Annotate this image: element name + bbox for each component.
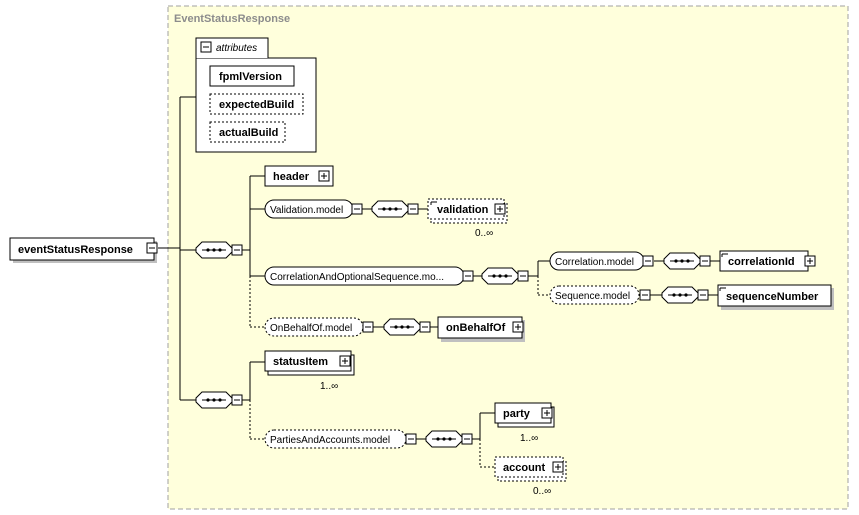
party-expand-icon[interactable]	[541, 407, 553, 419]
element-validation-label: validation	[437, 204, 489, 216]
element-header[interactable]	[264, 165, 334, 187]
sequenceNumber-simple-marker	[719, 287, 726, 291]
party-cardinality: 1..∞	[520, 433, 538, 444]
group-sequence-model[interactable]	[549, 285, 640, 305]
sequence-model-collapse-icon[interactable]	[639, 289, 651, 301]
complex-type-title: EventStatusResponse	[174, 13, 290, 25]
correlation-model-collapse-icon[interactable]	[642, 255, 654, 267]
onBehalfOf-expand-icon[interactable]	[512, 321, 524, 333]
group-parties-accounts-model-label: PartiesAndAccounts.model	[270, 435, 390, 446]
sequence-validation[interactable]	[371, 200, 419, 218]
validation-simple-marker	[430, 201, 437, 205]
validation-cardinality: 0..∞	[475, 228, 493, 239]
sequence-sequence-model-collapse-icon	[697, 289, 709, 301]
parties-accounts-model-collapse-icon[interactable]	[405, 433, 417, 445]
connector-lines	[158, 96, 720, 468]
attributes-collapse-icon[interactable]	[200, 41, 212, 53]
validation-model-collapse-icon[interactable]	[351, 203, 363, 215]
sequence-sequence-model[interactable]	[661, 286, 709, 304]
group-on-behalf-of-model[interactable]	[264, 317, 364, 337]
attribute-fpmlVersion-label: fpmlVersion	[219, 71, 282, 83]
attributes-tab	[195, 37, 269, 58]
root-element-label: eventStatusResponse	[18, 244, 133, 256]
correlation-sequence-model-collapse-icon[interactable]	[462, 270, 474, 282]
sequence-parties-accounts-collapse-icon	[461, 433, 473, 445]
sequence-compositor-1[interactable]	[195, 241, 243, 259]
element-header-label: header	[273, 171, 310, 183]
element-statusItem[interactable]	[264, 350, 352, 372]
sequence-2-collapse-icon	[231, 394, 243, 406]
attribute-fpmlVersion[interactable]	[209, 65, 295, 87]
validation-expand-icon[interactable]	[494, 203, 506, 215]
element-account-label: account	[503, 462, 546, 474]
element-party-label: party	[503, 408, 531, 420]
sequence-validation-collapse-icon	[407, 203, 419, 215]
account-expand-icon[interactable]	[552, 461, 564, 473]
statusItem-cardinality: 1..∞	[320, 381, 338, 392]
attribute-actualBuild-label: actualBuild	[219, 127, 278, 139]
sequence-on-behalf-of-collapse-icon	[419, 321, 431, 333]
sequence-1-collapse-icon	[231, 244, 243, 256]
choice-correlation-collapse-icon	[517, 270, 529, 282]
statusItem-expand-icon[interactable]	[339, 355, 351, 367]
element-onBehalfOf-label: onBehalfOf	[446, 322, 506, 334]
attribute-expectedBuild[interactable]	[209, 93, 304, 115]
on-behalf-of-model-collapse-icon[interactable]	[362, 321, 374, 333]
correlationId-expand-icon[interactable]	[804, 255, 816, 267]
group-correlation-model-label: Correlation.model	[555, 257, 634, 268]
attributes-label: attributes	[216, 43, 257, 54]
attribute-expectedBuild-label: expectedBuild	[219, 99, 294, 111]
header-expand-icon[interactable]	[318, 170, 330, 182]
group-correlation-sequence-model-label: CorrelationAndOptionalSequence.mo...	[270, 272, 444, 283]
sequence-compositor-2[interactable]	[195, 391, 243, 409]
correlationId-simple-marker	[721, 253, 728, 257]
element-sequenceNumber-label: sequenceNumber	[726, 291, 819, 303]
root-collapse-icon[interactable]	[146, 242, 158, 254]
choice-correlation[interactable]	[481, 267, 529, 285]
sequence-correlation-model-collapse-icon	[699, 255, 711, 267]
group-sequence-model-label: Sequence.model	[555, 291, 630, 302]
element-statusItem-label: statusItem	[273, 356, 328, 368]
group-on-behalf-of-model-label: OnBehalfOf.model	[270, 323, 352, 334]
sequence-correlation-model[interactable]	[663, 252, 711, 270]
group-validation-model-label: Validation.model	[270, 205, 343, 216]
sequence-on-behalf-of[interactable]	[383, 318, 431, 336]
element-sequenceNumber[interactable]	[717, 284, 832, 307]
account-cardinality: 0..∞	[533, 486, 551, 497]
sequence-parties-accounts[interactable]	[425, 430, 473, 448]
attribute-actualBuild[interactable]	[209, 121, 286, 143]
element-correlationId-label: correlationId	[728, 256, 795, 268]
